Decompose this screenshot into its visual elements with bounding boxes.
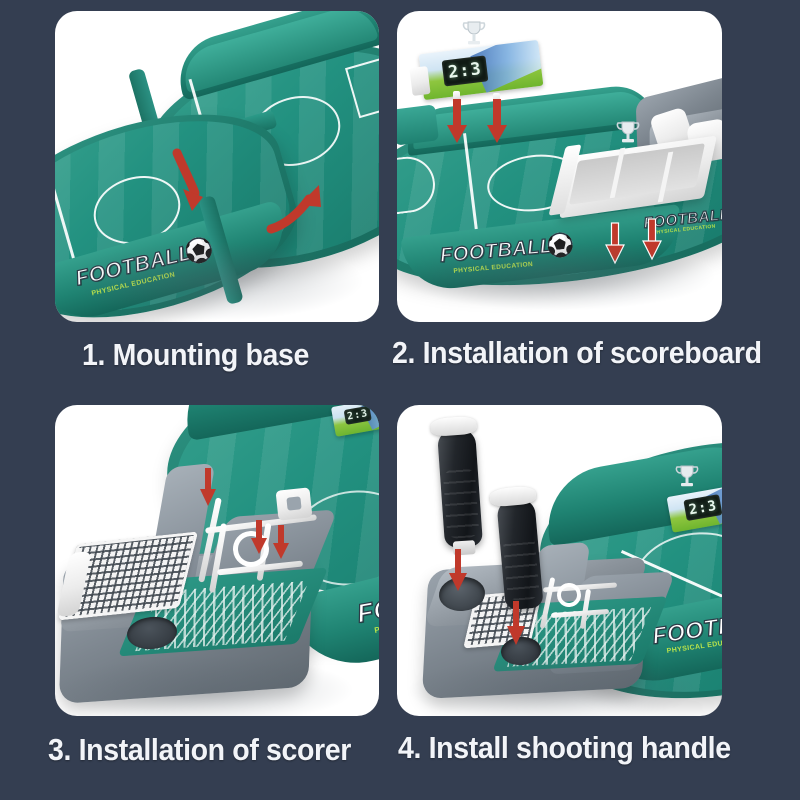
assembly-arrow-scorer-1 (200, 468, 216, 506)
shooting-handle-left (430, 415, 484, 556)
step-2-image-panel[interactable]: FOOTBALL PHYSICAL EDUCATION FOOTBALL PHY… (397, 11, 722, 322)
assembly-arrow-tray-2 (642, 218, 662, 261)
step-2-scene: FOOTBALL PHYSICAL EDUCATION FOOTBALL PHY… (397, 11, 722, 322)
trophy-icon (675, 463, 699, 496)
assembly-arrow-scorer-3 (273, 525, 289, 559)
assembly-arrow-sb-1 (447, 99, 467, 143)
assembly-arrow-sb-2 (487, 99, 507, 143)
assembly-arrow-right (265, 179, 327, 235)
scoreboard-digits: 2:3 (446, 58, 483, 83)
scoreboard-digits: 2:3 (346, 407, 369, 423)
assembly-arrow-scorer-2 (251, 520, 267, 554)
assembly-arrow-left (171, 148, 221, 211)
step-4-scene: FOOTBALL PHYSICAL EDUCATION 2:3 (397, 405, 722, 716)
step-1-caption: 1. Mounting base (82, 337, 310, 372)
step-1-image-panel[interactable]: FOOTBALL PHYSICAL EDUCATION (55, 11, 379, 322)
step-3-image-panel[interactable]: FOOTBALL PHYSICAL EDUCATION 2:3 (55, 405, 379, 716)
assembly-arrow-handle-2 (507, 601, 525, 645)
assembly-arrow-tray-1 (605, 222, 625, 265)
step-2-caption: 2. Installation of scoreboard (392, 335, 762, 370)
soccer-ball-icon (546, 231, 574, 259)
trophy-icon (615, 119, 641, 152)
step-4-image-panel[interactable]: FOOTBALL PHYSICAL EDUCATION 2:3 (397, 405, 722, 716)
scoreboard-digits: 2:3 (687, 497, 719, 518)
step-1-scene: FOOTBALL PHYSICAL EDUCATION (55, 11, 379, 322)
assembly-arrow-handle-1 (449, 549, 467, 591)
handle-grip (496, 497, 544, 611)
step-3-caption: 3. Installation of scorer (48, 732, 352, 767)
step-3-scene: FOOTBALL PHYSICAL EDUCATION 2:3 (55, 405, 379, 716)
shooting-handle-right (489, 485, 544, 611)
step-4-caption: 4. Install shooting handle (398, 730, 731, 765)
soccer-ball-icon (183, 234, 215, 266)
trophy-icon (461, 19, 487, 54)
scoreboard-screen: 2:3 (441, 55, 489, 87)
handle-grip (436, 427, 484, 549)
